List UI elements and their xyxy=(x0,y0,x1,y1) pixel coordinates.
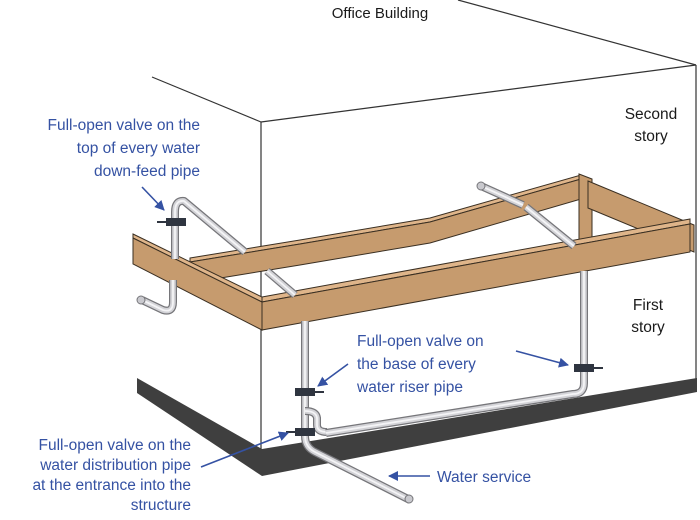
label-water-service: Water service xyxy=(437,469,532,486)
label-line: story xyxy=(634,128,668,145)
right-riser-upper-stub xyxy=(476,181,577,250)
label-second-story: Second story xyxy=(606,104,696,148)
right-riser-valve xyxy=(574,364,603,372)
top-left-wall-edge xyxy=(151,76,262,123)
foundation-left-band xyxy=(137,378,262,476)
label-riser-valve: Full-open valve on the base of every wat… xyxy=(357,330,527,399)
building-outline xyxy=(151,0,697,462)
down-feed-pipe xyxy=(171,196,298,299)
riser-pipe xyxy=(325,271,588,437)
arrow-to-distribution-valve xyxy=(200,431,289,468)
floor-frame xyxy=(132,173,695,331)
pipe-cut-end xyxy=(404,494,414,504)
diagram-title: Office Building xyxy=(331,5,429,22)
valve-stem xyxy=(157,221,166,223)
label-line: water distribution pipe xyxy=(40,457,191,474)
left-cap-joist xyxy=(132,237,263,331)
label-line: First xyxy=(632,297,664,314)
valve-stem xyxy=(315,391,324,393)
label-line: at the entrance into the xyxy=(32,477,191,494)
label-downfeed-valve: Full-open valve on the top of every wate… xyxy=(10,114,200,183)
annotation-arrows xyxy=(141,186,569,481)
label-first-story: First story xyxy=(604,295,692,339)
pipes xyxy=(136,181,588,504)
arrow-to-left-riser-valve xyxy=(317,363,349,387)
distribution-valve xyxy=(286,428,315,436)
ceiling-branch-pipe xyxy=(136,280,177,315)
label-distribution-valve: Full-open valve on the water distributio… xyxy=(6,436,191,516)
pipe-cut-end xyxy=(136,295,146,305)
valves xyxy=(157,218,603,436)
arrow-to-right-riser-valve xyxy=(515,350,569,368)
valve-stem xyxy=(286,431,295,433)
label-line: Full-open valve on xyxy=(357,333,484,350)
label-line: Full-open valve on the xyxy=(38,437,191,454)
water-service-pipe xyxy=(301,321,414,504)
label-line: Second xyxy=(624,106,678,123)
valve-stem xyxy=(594,367,603,369)
top-front-edge xyxy=(260,64,697,123)
label-line: top of every water xyxy=(76,140,200,157)
label-line: story xyxy=(631,319,665,336)
downfeed-valve xyxy=(157,218,186,226)
distribution-jog-pipe xyxy=(304,407,328,436)
label-line: the base of every xyxy=(357,356,476,373)
label-line: water riser pipe xyxy=(357,379,463,396)
foundation-right-band xyxy=(262,378,697,476)
label-line: down-feed pipe xyxy=(94,163,200,180)
arrow-to-downfeed-valve xyxy=(141,186,165,211)
left-riser-valve xyxy=(295,388,324,396)
foundation-sill xyxy=(137,378,697,476)
roof-back-edge xyxy=(457,0,697,66)
pipe-cut-end xyxy=(476,181,486,191)
label-line: structure xyxy=(130,497,191,514)
label-line: Full-open valve on the xyxy=(47,117,200,134)
